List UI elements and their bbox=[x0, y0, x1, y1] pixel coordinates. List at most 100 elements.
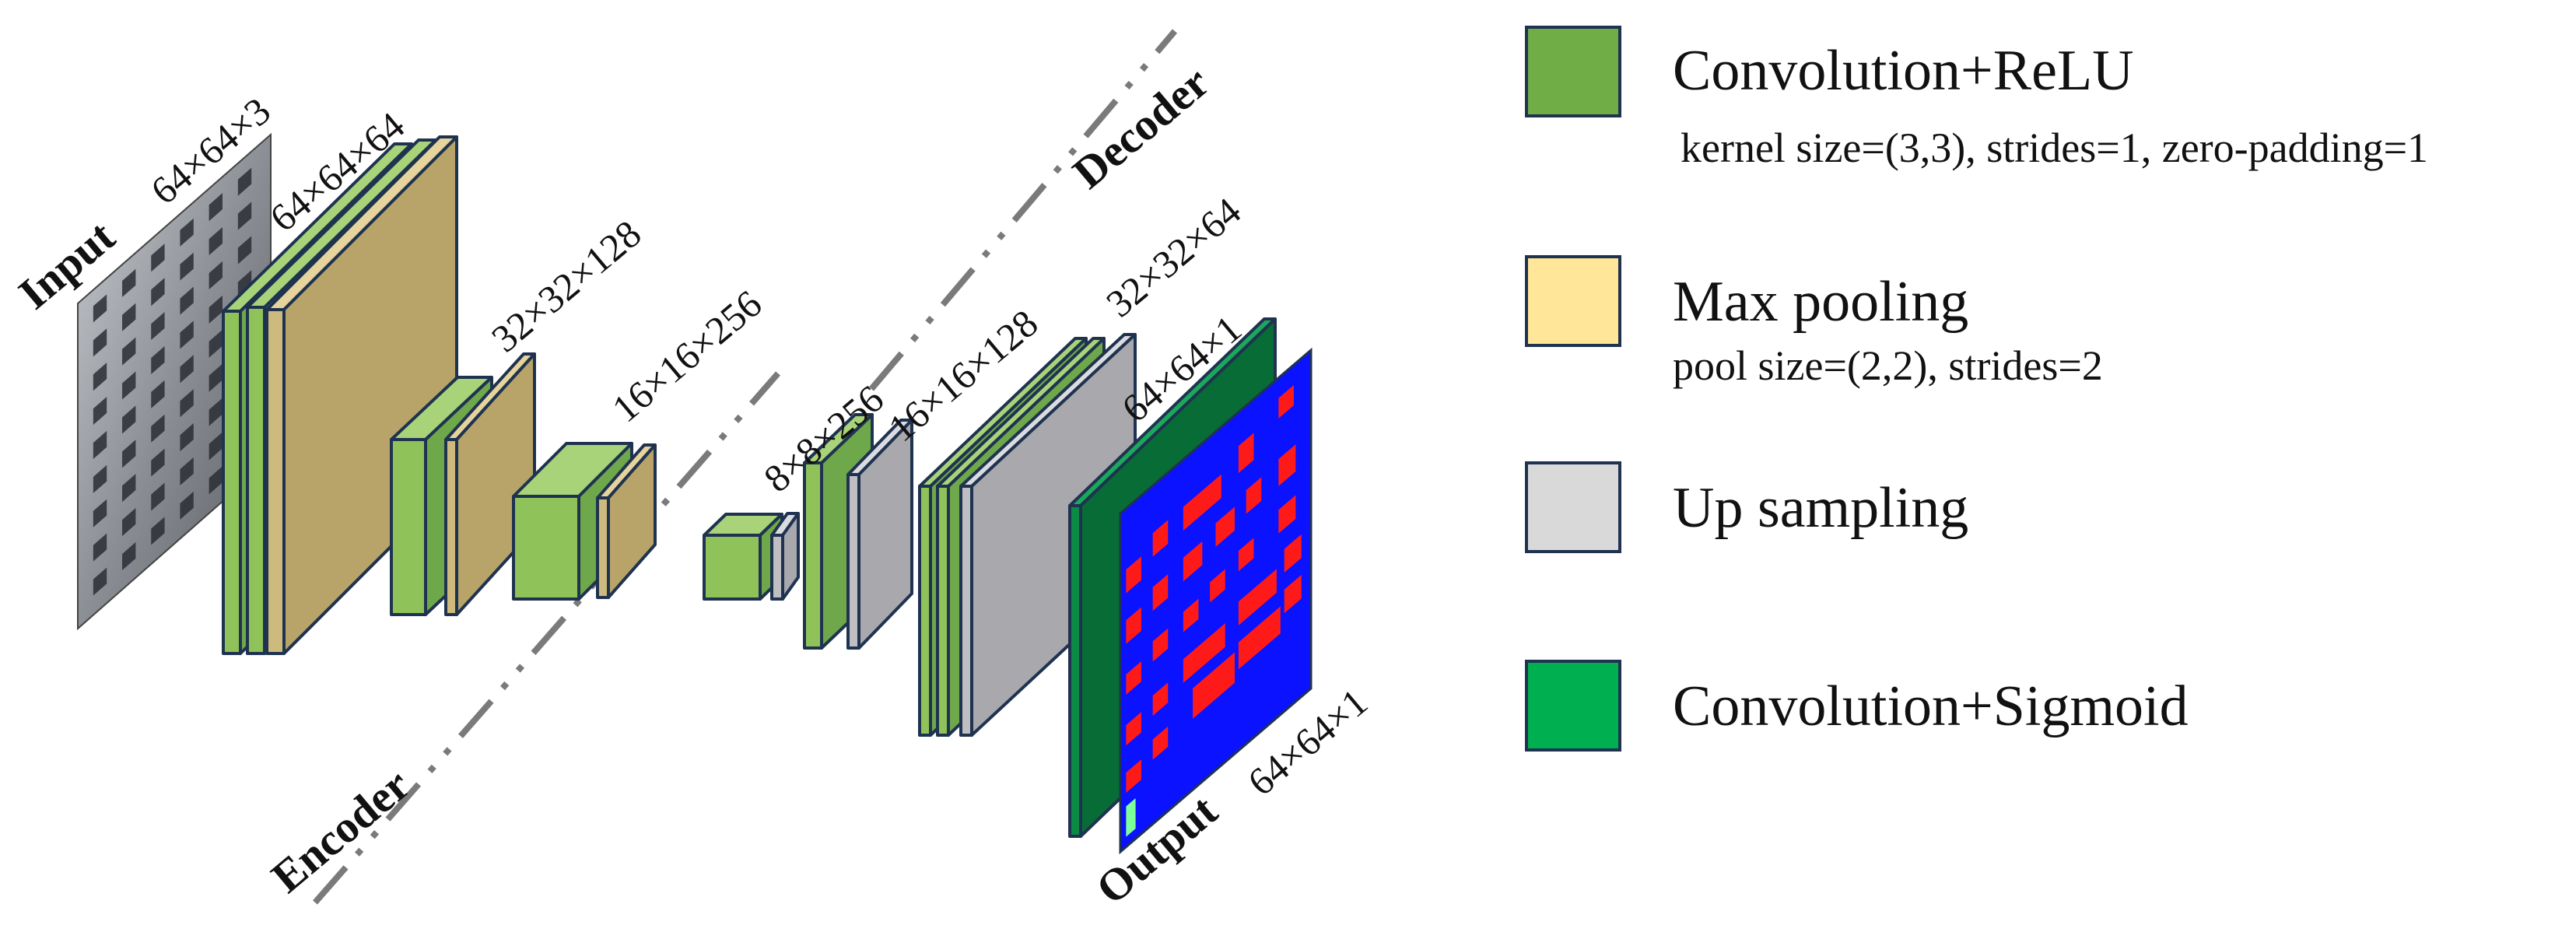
bottleneck-up-front bbox=[770, 534, 784, 601]
window-segment bbox=[1152, 520, 1169, 557]
window-segment bbox=[1238, 569, 1277, 625]
window-segment bbox=[1126, 661, 1141, 695]
facade-window bbox=[237, 201, 252, 230]
window-segment bbox=[1238, 606, 1281, 670]
facade-window bbox=[93, 567, 107, 596]
facade-window bbox=[122, 303, 136, 331]
enc2-conv-a-front bbox=[390, 438, 427, 616]
facade-window bbox=[122, 474, 136, 503]
window-segment bbox=[1152, 726, 1169, 760]
dec1-up-front bbox=[846, 473, 860, 650]
facade-window bbox=[209, 363, 223, 392]
output-segmentation-map bbox=[1119, 347, 1313, 855]
enc3-conv-front bbox=[512, 495, 580, 601]
facade-window bbox=[93, 363, 107, 391]
conv-relu-title: Convolution+ReLU bbox=[1673, 39, 2134, 103]
architecture-diagram: Input 64×64×3 64×64×64 32×32×128 16×16×2… bbox=[9, 29, 1376, 914]
facade-window bbox=[93, 499, 107, 527]
decoder-separator-line bbox=[868, 29, 1178, 391]
facade-window bbox=[180, 218, 194, 247]
dec1-conv-a-front bbox=[803, 461, 823, 650]
enc3-dims-label: 16×16×256 bbox=[604, 282, 769, 431]
window-segment bbox=[1284, 534, 1302, 573]
facade-window bbox=[151, 278, 165, 307]
window-segment bbox=[1193, 652, 1235, 719]
final-sigmoid-front bbox=[1068, 504, 1082, 838]
facade-window bbox=[180, 389, 194, 418]
window-segment bbox=[1215, 506, 1235, 547]
door-segment bbox=[1126, 798, 1136, 837]
conv-sigmoid-swatch bbox=[1525, 660, 1621, 752]
facade-window bbox=[122, 541, 136, 571]
facade-window bbox=[237, 270, 252, 299]
window-segment bbox=[1238, 433, 1254, 474]
window-segment bbox=[1152, 574, 1169, 611]
dec2-up-front bbox=[959, 485, 973, 737]
window-segment bbox=[1183, 541, 1203, 582]
conv-sigmoid-title: Convolution+Sigmoid bbox=[1673, 674, 2189, 738]
facade-window bbox=[209, 398, 223, 426]
facade-window bbox=[151, 414, 165, 443]
decoder-label: Decoder bbox=[1064, 57, 1219, 198]
facade-window bbox=[180, 423, 194, 452]
up-sampling-swatch bbox=[1525, 461, 1621, 553]
facade-window bbox=[151, 380, 165, 408]
layer-blocks bbox=[222, 135, 1277, 838]
facade-window bbox=[93, 294, 107, 323]
window-segment bbox=[1238, 538, 1254, 572]
enc1-conv-b-front bbox=[246, 306, 266, 655]
dec2-up bbox=[959, 333, 1137, 737]
facade-window bbox=[151, 312, 165, 341]
facade-window bbox=[209, 193, 223, 222]
enc1-conv-a-front bbox=[222, 310, 242, 655]
facade-window bbox=[93, 533, 107, 562]
enc3-pool bbox=[596, 443, 657, 599]
dec1-up bbox=[846, 419, 913, 650]
dec2-conv-b-front bbox=[936, 485, 950, 737]
facade-window bbox=[151, 244, 165, 272]
facade-window bbox=[151, 517, 165, 545]
facade-window bbox=[209, 466, 223, 495]
facade-window bbox=[209, 432, 223, 461]
facade-window bbox=[209, 329, 223, 358]
facade-window bbox=[122, 268, 136, 297]
up-sampling-title: Up sampling bbox=[1673, 476, 1969, 540]
bottleneck-up bbox=[770, 512, 800, 601]
window-segment bbox=[1126, 556, 1141, 594]
window-segment bbox=[1246, 477, 1262, 514]
facade-window bbox=[122, 405, 136, 434]
facade-window bbox=[180, 355, 194, 384]
window-segment bbox=[1278, 444, 1296, 486]
enc2-pool-front bbox=[444, 438, 458, 616]
facade-window bbox=[122, 371, 136, 400]
window-segment bbox=[1210, 569, 1225, 603]
window-segment bbox=[1152, 682, 1169, 717]
enc1-pool bbox=[265, 135, 458, 655]
facade-window bbox=[151, 448, 165, 477]
encoder-separator-line bbox=[312, 371, 781, 905]
window-segment bbox=[1126, 712, 1141, 746]
max-pool-swatch bbox=[1525, 255, 1621, 347]
encoder-label: Encoder bbox=[262, 759, 419, 902]
conv-relu-subtitle: kernel size=(3,3), strides=1, zero-paddi… bbox=[1681, 124, 2429, 171]
facade-window bbox=[122, 440, 136, 468]
legend: Convolution+ReLU kernel size=(3,3), stri… bbox=[1525, 22, 2567, 800]
facade-window bbox=[209, 261, 223, 290]
facade-window bbox=[209, 227, 223, 256]
facade-window bbox=[180, 457, 194, 486]
max-pool-subtitle: pool size=(2,2), strides=2 bbox=[1673, 342, 2103, 389]
window-segment bbox=[1183, 598, 1199, 632]
facade-window bbox=[93, 397, 107, 426]
bottleneck-conv-front bbox=[703, 534, 762, 601]
facade-window bbox=[237, 167, 252, 196]
window-segment bbox=[1126, 607, 1141, 644]
facade-window bbox=[93, 430, 107, 459]
facade-window bbox=[180, 491, 194, 520]
facade-window bbox=[122, 337, 136, 366]
window-segment bbox=[1126, 759, 1141, 794]
window-segment bbox=[1278, 385, 1294, 419]
facade-window bbox=[93, 328, 107, 357]
enc2-dims-label: 32×32×128 bbox=[483, 212, 649, 361]
facade-window bbox=[122, 508, 136, 537]
facade-window bbox=[180, 252, 194, 281]
